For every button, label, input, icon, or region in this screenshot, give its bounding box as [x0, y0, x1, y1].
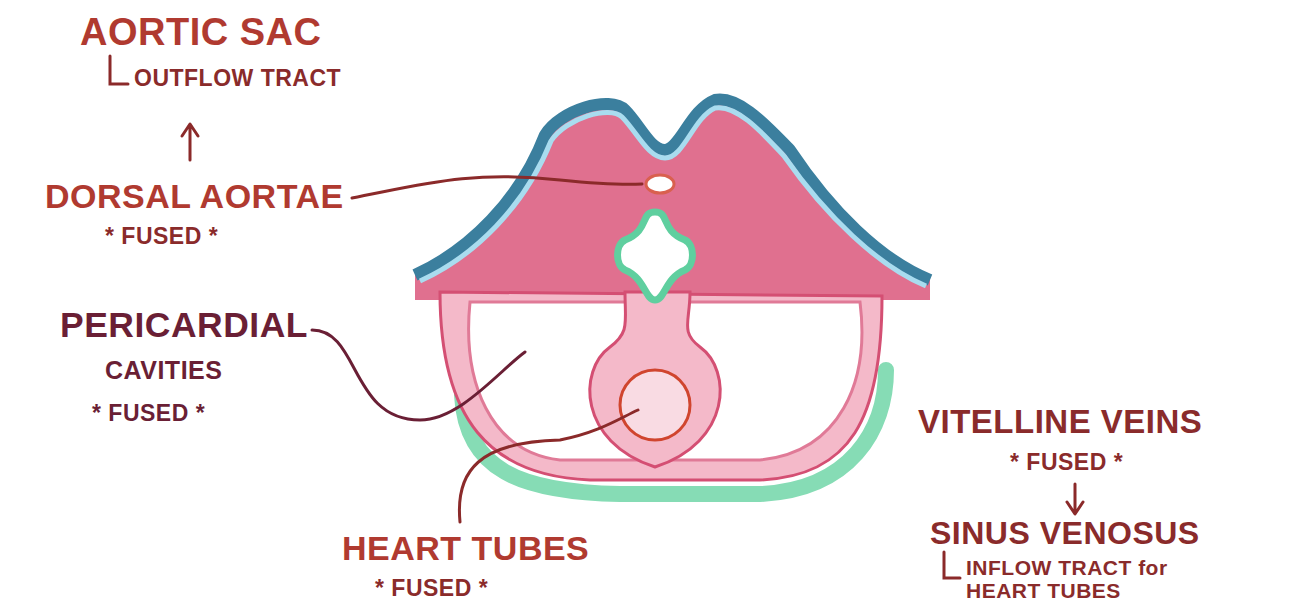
note-text: * FUSED * — [375, 576, 488, 601]
bracket — [110, 56, 128, 84]
note-text: * FUSED * — [105, 224, 218, 249]
body-mesoderm — [440, 292, 882, 480]
structure-name: PERICARDIAL — [60, 306, 308, 345]
note-text: CAVITIES — [105, 357, 222, 385]
down-arrow — [1067, 484, 1083, 514]
leader-line — [352, 177, 642, 198]
structure-name: VITELLINE VEINS — [918, 404, 1202, 440]
up-arrow — [182, 124, 198, 160]
dorsal-mesocardium — [590, 292, 720, 467]
leader-line — [459, 410, 638, 522]
structure-name: DORSAL AORTAE — [45, 178, 344, 215]
note-text: OUTFLOW TRACT — [134, 66, 341, 91]
leader-line — [312, 330, 525, 420]
bracket — [944, 552, 960, 578]
structure-name: HEART TUBES — [342, 530, 589, 567]
dorsal-aorta — [646, 175, 674, 193]
note-text: * FUSED * — [1010, 450, 1123, 475]
foregut — [618, 212, 693, 300]
dorsal-wall — [415, 100, 930, 300]
heart-tube — [620, 370, 690, 440]
structure-name: AORTIC SAC — [80, 12, 321, 54]
structure-name: SINUS VENOSUS — [930, 516, 1200, 551]
note-text: INFLOW TRACT for HEART TUBES — [966, 556, 1196, 602]
note-text: * FUSED * — [92, 401, 205, 426]
